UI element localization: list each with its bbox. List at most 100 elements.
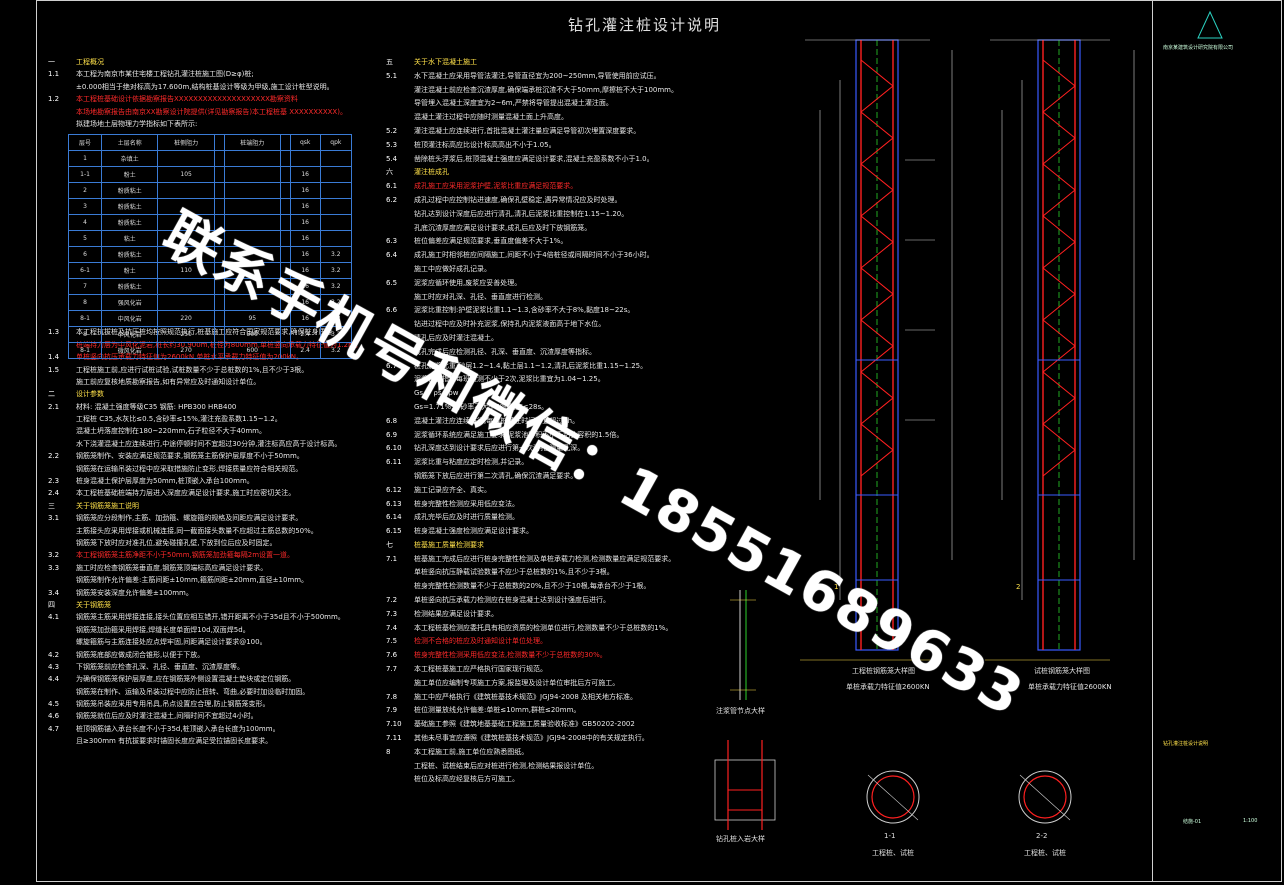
note-text: 本工程桩基检测应委托具有相应资质的检测单位进行,检测数量不少于总桩数的1%。 — [414, 623, 673, 632]
note-text: 混凝土灌注过程中应随时测量混凝土面上升高度。 — [414, 113, 568, 122]
note-text: Gs=1.71%,含砂率不大于4%,粘度≤28s。 — [414, 402, 549, 411]
note-text: 桩身完整性检测应采用低应变法。 — [414, 499, 519, 508]
note-number: 七 — [386, 540, 393, 549]
note-number: 4.3 — [48, 662, 60, 671]
note-number: 6.12 — [386, 485, 402, 494]
note-line: 水下浇灌混凝土应连续进行,中途停顿时间不宜超过30分钟,灌注标高应高于设计标高。 — [48, 438, 362, 450]
note-line: 钢筋笼加劲箍采用焊接,焊缝长度单面焊10d,双面焊5d。 — [48, 624, 362, 636]
note-number: 6.9 — [386, 430, 398, 439]
note-number: 1.4 — [48, 353, 60, 362]
note-number: 7.10 — [386, 720, 402, 729]
note-number: 四 — [48, 600, 55, 609]
note-line: 工程桩 C35,水灰比≤0.5,含砂率≤15%,灌注充盈系数1.15~1.2。 — [48, 413, 362, 425]
note-text: 孔底沉渣厚度应满足设计要求,成孔后应及时下放钢筋笼。 — [414, 223, 592, 232]
note-line: 螺旋箍筋与主筋连接处应点焊牢固,间距满足设计要求@100。 — [48, 636, 362, 648]
note-number: 5.1 — [386, 71, 398, 80]
note-number: 4.6 — [48, 712, 60, 721]
note-text: 桩身完整性检测采用低应变法,检测数量不少于总桩数的30%。 — [414, 651, 607, 660]
note-line: 施工中应做好成孔记录。 — [386, 263, 678, 277]
note-text: 拟建场地土层物理力学指标如下表所示: — [76, 119, 198, 128]
note-text: 混凝土灌注应连续进行,每根桩灌注时间不宜超过8h。 — [414, 416, 580, 425]
note-text: 钢筋笼下放后应进行第二次清孔,确保沉渣满足要求。 — [414, 471, 578, 480]
note-line: 且≥300mm 有抗拔要求时锚固长度应满足受拉锚固长度要求。 — [48, 735, 362, 747]
note-text: 螺旋箍筋与主筋连接处应点焊牢固,间距满足设计要求@100。 — [76, 638, 267, 647]
note-text: 钻进过程中应及时补充泥浆,保持孔内泥浆液面高于地下水位。 — [414, 320, 606, 329]
note-number: 4.4 — [48, 675, 60, 684]
note-text: 桩顶灌注标高应比设计标高高出不小于1.05。 — [414, 140, 556, 149]
note-number: 6.13 — [386, 499, 402, 508]
note-text: 检测结果应满足设计要求。 — [414, 609, 498, 618]
note-line: 桩身完整性检测数量不少于总桩数的20%,且不少于10根,每承台不少于1根。 — [386, 580, 678, 594]
note-text: 钻孔达到设计深度后应进行清孔,清孔后泥浆比重控制在1.15~1.20。 — [414, 209, 629, 218]
note-text: 灌注桩成孔 — [414, 168, 449, 177]
note-number: 五 — [386, 58, 393, 66]
note-text: 桩孔泥浆比重:砂层1.2~1.4,黏土层1.1~1.2,清孔后泥浆比重1.15~… — [414, 361, 648, 370]
note-text: 工程桩施工前,应进行试桩试验,试桩数量不少于总桩数的1%,且不少于3根。 — [76, 365, 309, 374]
note-line: 施工时应对孔深、孔径、垂直度进行检测。 — [386, 291, 678, 305]
company-name: 南京某建筑设计研究院有限公司 — [1163, 45, 1234, 51]
note-text: Gs = ρs / ρw — [414, 389, 459, 398]
section-2-label: 2-2 — [1036, 832, 1048, 840]
note-number: 6.4 — [386, 251, 398, 260]
note-line: 清孔后应及时灌注混凝土。 — [386, 332, 678, 346]
note-text: 桩身混凝土强度检测应满足设计要求。 — [414, 527, 533, 536]
note-text: 桩基施工质量检测要求 — [414, 540, 484, 549]
note-text: 单桩竖向抗压静载试验数量不应少于总桩数的1%,且不少于3根。 — [414, 568, 614, 577]
note-number: 6.10 — [386, 444, 402, 453]
note-line: 钢筋笼下放后应进行第二次清孔,确保沉渣满足要求。 — [386, 470, 678, 484]
note-number: 7.11 — [386, 734, 402, 743]
note-number: 3.2 — [48, 551, 60, 560]
note-number: 7.8 — [386, 692, 398, 701]
note-text: 钢筋笼应分段制作,主筋、加劲箍、螺旋箍的规格及间距应满足设计要求。 — [76, 514, 303, 523]
note-number: 7.1 — [386, 554, 398, 563]
pile-2-subcaption: 单桩承载力特征值2600KN — [1028, 683, 1112, 691]
title-block: 南京某建筑设计研究院有限公司 钻孔灌注桩设计说明 结施-01 1:100 — [1152, 0, 1283, 882]
pile-2-elevation — [985, 39, 1135, 661]
note-text: 钢筋笼在制作、运输及吊装过程中应防止扭转、弯曲,必要时加设临时加固。 — [76, 687, 310, 696]
note-text: 导管埋入混凝土深度宜为2~6m,严禁将导管提出混凝土灌注面。 — [414, 99, 613, 108]
note-text: 桩位及标高应经复核后方可施工。 — [414, 775, 519, 784]
note-text: 钢筋笼主筋采用焊接连接,接头位置应相互错开,错开距离不小于35d且不小于500m… — [76, 613, 345, 622]
note-number: 7.3 — [386, 609, 398, 618]
note-line: 3.1 钢筋笼应分段制作,主筋、加劲箍、螺旋箍的规格及间距应满足设计要求。 — [48, 512, 362, 524]
note-line: 钢筋笼下放时应对准孔位,避免碰撞孔壁,下放到位后应及时固定。 — [48, 537, 362, 549]
note-number: 6.3 — [386, 237, 398, 246]
note-text: 成孔过程中应控制钻进速度,确保孔壁稳定,遇异常情况应及时处理。 — [414, 195, 622, 204]
note-number: 4.1 — [48, 613, 60, 622]
note-text: 凿除桩头浮浆后,桩顶混凝土强度应满足设计要求,混凝土充盈系数不小于1.0。 — [414, 154, 654, 163]
pile-1-caption: 工程桩钢筋笼大样图 — [852, 667, 915, 675]
soil-table-cell: 3.2 — [319, 342, 353, 359]
mark-1: 1 — [834, 583, 839, 591]
note-line: 七 桩基施工质量检测要求 — [386, 539, 678, 553]
note-text: 本工程为南京市某住宅楼工程钻孔灌注桩施工图(D≥φ)桩; — [76, 70, 254, 79]
note-number: 一 — [48, 58, 55, 66]
note-text: 钢筋笼制作、安装应满足规范要求,钢筋笼主筋保护层厚度不小于50mm。 — [76, 452, 304, 461]
note-text: 工程桩、试桩结束后应对桩进行检测,检测结果报设计单位。 — [414, 761, 599, 770]
note-number: 2.2 — [48, 452, 60, 461]
note-number: 5.2 — [386, 126, 398, 135]
note-text: 施工前应复核地质勘察报告,如有异常应及时通知设计单位。 — [76, 377, 261, 386]
note-number: 7.5 — [386, 637, 398, 646]
note-number: 3.1 — [48, 514, 60, 523]
note-line: 桩位及标高应经复核后方可施工。 — [386, 773, 678, 787]
